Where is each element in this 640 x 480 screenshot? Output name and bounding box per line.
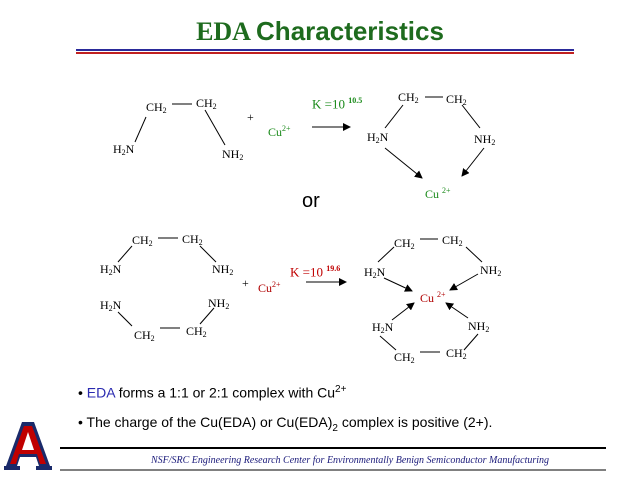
- coord-arrow: [391, 302, 415, 321]
- coord-arrow: [461, 147, 485, 177]
- p2-nh2-a: NH2: [480, 263, 502, 278]
- bond-line: [384, 104, 404, 129]
- r2-ch2-c: CH2: [134, 328, 155, 343]
- bond-line: [204, 109, 226, 146]
- r2-cu: Cu2+: [258, 280, 281, 295]
- r2-ch2-a: CH2: [132, 233, 153, 248]
- title-characteristics: Characteristics: [256, 16, 444, 46]
- r2-h2n-b: H2N: [100, 298, 122, 313]
- r2-nh2-b: NH2: [208, 296, 230, 311]
- r2-plus: +: [242, 276, 249, 290]
- r1-cu: Cu2+: [268, 124, 291, 139]
- r1-ch2-b: CH2: [196, 96, 217, 111]
- bond-line: [461, 104, 481, 129]
- university-logo-icon: [4, 420, 52, 472]
- p2-ch2-b: CH2: [442, 233, 463, 248]
- r1-nh2: NH2: [222, 147, 244, 162]
- title-eda: EDA: [196, 17, 250, 46]
- footer-text: NSF/SRC Engineering Research Center for …: [150, 455, 550, 466]
- bullet-2: • The charge of the Cu(EDA) or Cu(EDA)2 …: [78, 414, 493, 434]
- r2-h2n-a: H2N: [100, 262, 122, 277]
- coord-arrow: [449, 273, 479, 291]
- p2-h2n-b: H2N: [372, 320, 394, 335]
- bond-line: [199, 245, 217, 263]
- or-text: or: [302, 190, 320, 212]
- p2-nh2-b: NH2: [468, 319, 490, 334]
- p2-ch2-a: CH2: [394, 236, 415, 251]
- p2-h2n-a: H2N: [364, 265, 386, 280]
- p1-nh2: NH2: [474, 132, 496, 147]
- r1-ch2-a: CH2: [146, 100, 167, 115]
- page-title: EDA Characteristics: [0, 16, 640, 47]
- p1-h2n: H2N: [367, 130, 389, 145]
- bond-line: [134, 116, 147, 143]
- r2-ch2-b: CH2: [182, 232, 203, 247]
- r2-k: K =10 19.6: [290, 264, 341, 280]
- bond-line: [379, 335, 397, 351]
- r1-k: K =10 10.5: [312, 96, 363, 112]
- p1-ch2-a: CH2: [398, 90, 419, 105]
- p1-cu: Cu 2+: [425, 186, 451, 201]
- r2-nh2-a: NH2: [212, 262, 234, 277]
- p2-ch2-d: CH2: [446, 346, 467, 361]
- title-rule-blue: [76, 49, 574, 51]
- bond-line: [117, 311, 133, 327]
- coord-arrow: [383, 277, 413, 292]
- r1-plus: +: [247, 110, 254, 124]
- p2-ch2-c: CH2: [394, 350, 415, 365]
- title-rule-red: [76, 52, 574, 54]
- bond-line: [463, 333, 479, 351]
- bond-line: [465, 246, 483, 263]
- p2-cu: Cu 2+: [420, 290, 446, 305]
- r1-h2n: H2N: [113, 142, 135, 157]
- coord-arrow: [384, 147, 423, 179]
- p1-ch2-b: CH2: [446, 92, 467, 107]
- bullet-1: • EDA forms a 1:1 or 2:1 complex with Cu…: [78, 384, 347, 401]
- bond-line: [199, 307, 215, 325]
- r2-ch2-d: CH2: [186, 324, 207, 339]
- coord-arrow: [445, 302, 469, 319]
- bond-line: [377, 246, 395, 263]
- bond-line: [117, 245, 133, 263]
